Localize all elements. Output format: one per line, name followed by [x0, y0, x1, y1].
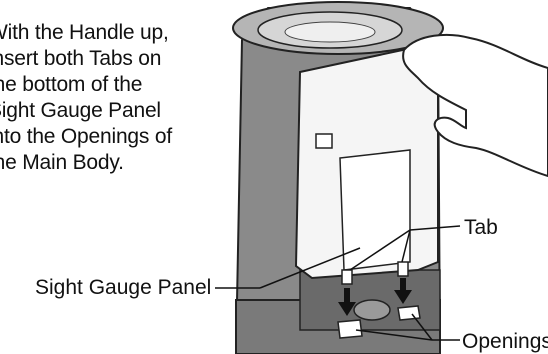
valve-knob	[354, 300, 390, 320]
panel-clip	[316, 134, 332, 148]
tab-left	[342, 270, 352, 284]
sight-gauge-panel-label: Sight Gauge Panel	[35, 276, 211, 300]
tab-right	[398, 262, 408, 276]
tab-label: Tab	[464, 216, 498, 240]
openings-label: Openings	[462, 330, 548, 354]
opening-left	[338, 320, 362, 338]
opening-right	[398, 306, 420, 320]
